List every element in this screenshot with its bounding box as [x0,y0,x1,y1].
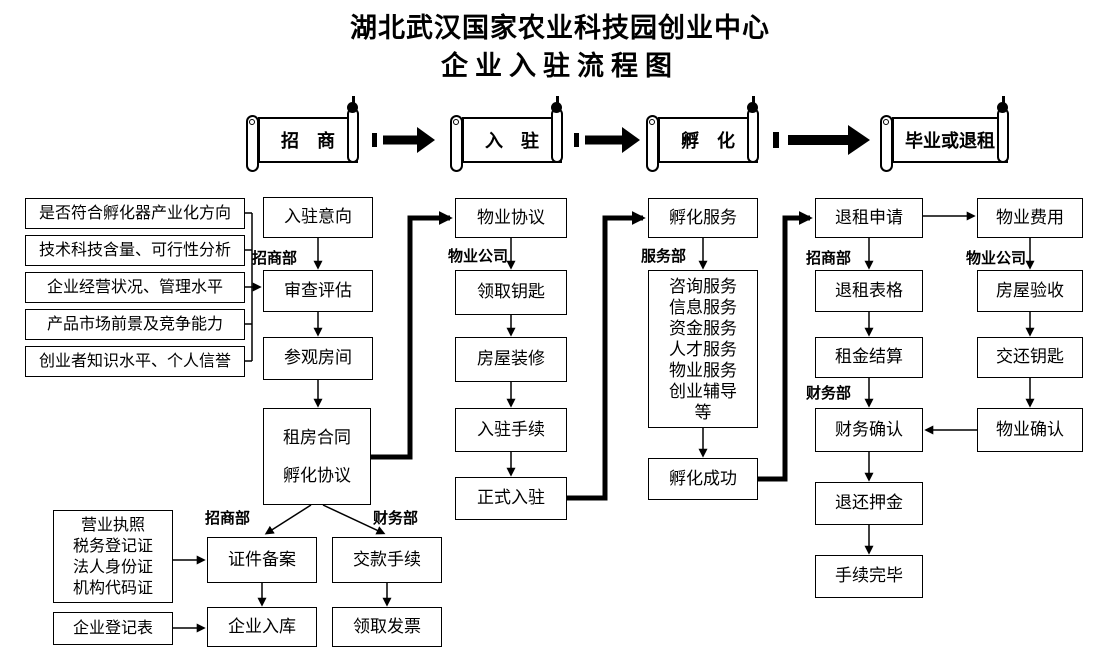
scroll-left-dot [249,119,255,125]
banner-arrow-2 [574,127,640,153]
scroll-left-roll [880,115,893,172]
node-docs: 营业执照 税务登记证 法人身份证 机构代码证 [53,510,173,603]
connector-success-termination [758,211,813,482]
scroll-stem [352,96,355,104]
dept-label-service-1: 服务部 [641,248,687,265]
node-checkin-proc: 入驻手续 [455,408,567,452]
dept-label-property-2: 物业公司 [966,250,1027,267]
banner-label: 毕业或退租 [892,117,1008,163]
scroll-right-roll [551,108,563,163]
criteria-box-2: 技术科技含量、可行性分析 [25,235,245,266]
scroll-stem [556,96,559,104]
criteria-box-4: 产品市场前景及竞争能力 [25,309,245,340]
node-payment: 交款手续 [332,537,442,583]
scroll-left-dot [453,119,459,125]
node-cert-filing: 证件备案 [207,537,317,583]
node-intent: 入驻意向 [263,197,373,238]
node-db-entry: 企业入库 [207,607,317,647]
node-prop-fee: 物业费用 [977,198,1083,238]
banner-label: 入 驻 [462,117,562,163]
node-contract-line2: 孵化协议 [283,465,351,485]
node-refund: 退还押金 [815,482,923,525]
scroll-right-roll [747,108,759,163]
node-services: 咨询服务 信息服务 资金服务 人才服务 物业服务 创业辅导 等 [648,270,758,428]
criteria-box-5: 创业者知识水平、个人信誉 [25,346,245,377]
dept-label-property-1: 物业公司 [448,248,509,265]
node-docs-line1: 营业执照 [80,516,145,534]
dept-label-marketing-3: 招商部 [806,250,852,267]
scroll-knob [347,102,358,113]
node-invoice: 领取发票 [332,607,442,647]
node-docs-line4: 机构代码证 [72,579,153,597]
banner-scroll-zhaoshang: 招 商 [246,96,360,174]
node-services-line6: 创业辅导 [669,381,737,401]
dept-label-marketing-2: 招商部 [205,510,251,527]
node-reg-form: 企业登记表 [53,612,173,645]
node-contract-line1: 租房合同 [283,427,351,447]
node-services-line5: 物业服务 [669,360,737,380]
node-prop-agreement: 物业协议 [455,198,567,238]
node-renovation: 房屋装修 [455,337,567,382]
node-services-line7: 等 [694,402,712,422]
connector-criteria-bracket [245,212,253,362]
scroll-left-roll [450,115,463,172]
node-complete: 手续完毕 [815,555,923,598]
scroll-stem [752,96,755,104]
dept-label-finance-1: 财务部 [373,510,419,527]
scroll-left-dot [883,119,889,125]
criteria-box-3: 企业经营状况、管理水平 [25,272,245,303]
node-incub-success: 孵化成功 [648,458,758,500]
scroll-left-roll [246,115,259,172]
node-official-checkin: 正式入驻 [455,477,567,520]
page-title-line1: 湖北武汉国家农业科技园创业中心 [350,13,770,43]
node-termination: 退租申请 [815,198,923,238]
banner-label: 招 商 [258,117,358,163]
node-contract: 租房合同 孵化协议 [263,408,371,505]
connector-official-incubservice [567,211,646,501]
node-services-line4: 人才服务 [669,339,737,359]
scroll-left-roll [646,115,659,172]
node-prop-confirm: 物业确认 [977,408,1083,452]
node-visit: 参观房间 [263,337,373,380]
connector-contract-certfiling [264,504,312,535]
scroll-stem [1002,96,1005,104]
node-services-line1: 咨询服务 [669,276,737,296]
node-term-form: 退租表格 [815,270,923,312]
scroll-knob [551,102,562,113]
connector-contract-payment [322,504,386,535]
banner-scroll-biye: 毕业或退租 [880,96,1010,174]
node-services-line2: 信息服务 [669,297,737,317]
scroll-knob [747,102,758,113]
scroll-right-roll [347,108,359,163]
banner-arrow-1 [372,127,435,153]
banner-scroll-fuhua: 孵 化 [646,96,760,174]
node-inspection: 房屋验收 [977,270,1083,312]
node-review: 审查评估 [263,270,373,312]
scroll-left-dot [649,119,655,125]
banner-scroll-ruzhu: 入 驻 [450,96,564,174]
node-incub-service: 孵化服务 [648,198,758,238]
banner-arrow-3 [773,125,870,155]
criteria-box-1: 是否符合孵化器产业化方向 [25,198,245,229]
scroll-knob [997,102,1008,113]
connector-contract-propagreement [371,211,453,460]
node-return-keys: 交还钥匙 [977,337,1083,378]
node-get-keys: 领取钥匙 [455,270,567,315]
page-title-line2: 企业入驻流程图 [441,51,679,81]
node-docs-line3: 法人身份证 [72,558,153,576]
node-rent-settle: 租金结算 [815,337,923,378]
banner-label: 孵 化 [658,117,758,163]
scroll-right-roll [997,108,1009,163]
dept-label-finance-2: 财务部 [806,385,852,402]
dept-label-marketing-1: 招商部 [252,250,298,267]
node-fin-confirm: 财务确认 [815,408,923,452]
node-services-line3: 资金服务 [669,318,737,338]
node-docs-line2: 税务登记证 [72,537,153,555]
